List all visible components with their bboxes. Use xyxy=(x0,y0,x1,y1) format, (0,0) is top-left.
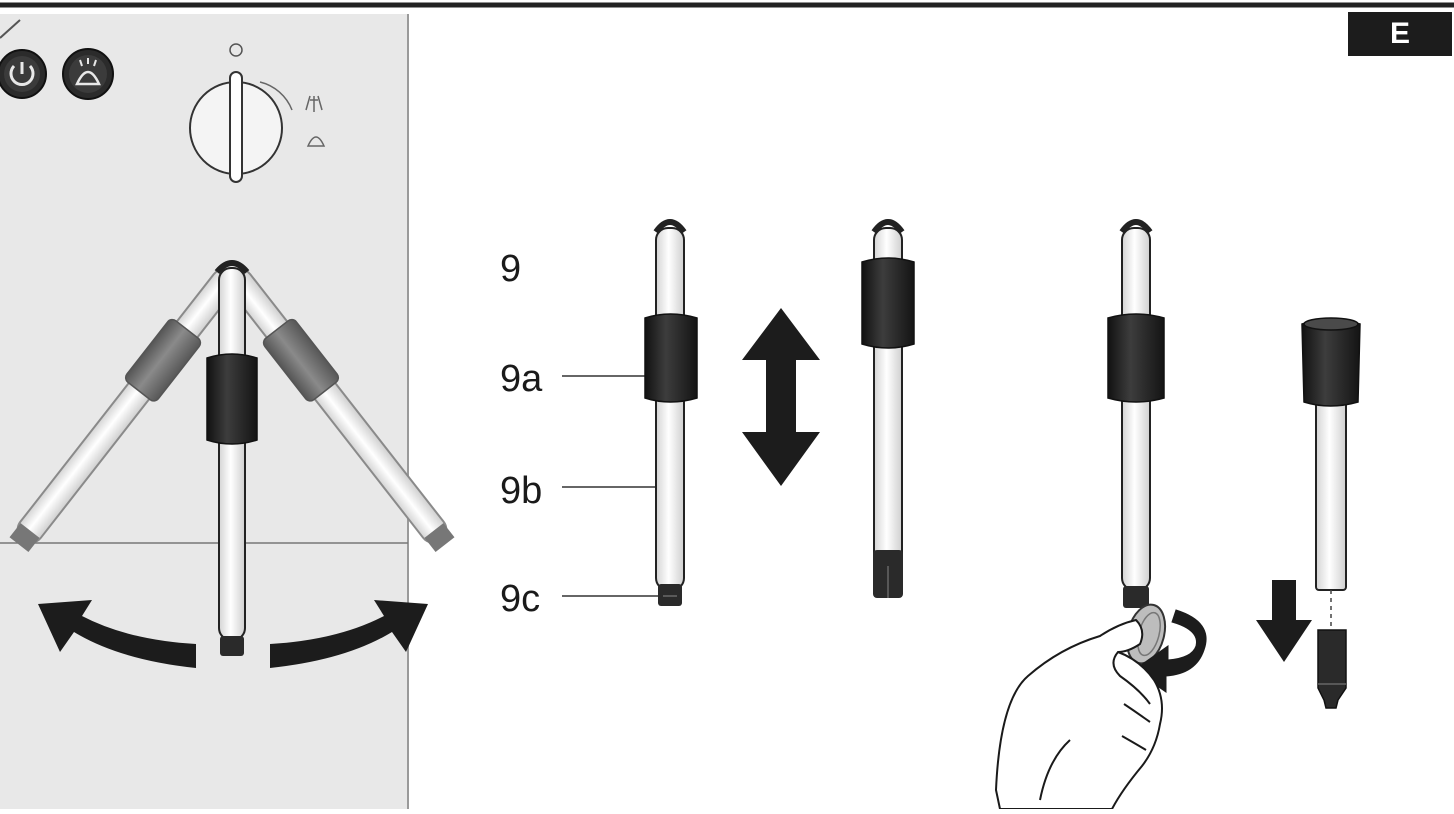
steam-wand-tip-removed xyxy=(1301,317,1361,628)
section-badge: E xyxy=(1348,12,1452,56)
steam-wand-tip-unscrew xyxy=(1107,219,1165,608)
swing-left-arrow-icon xyxy=(38,600,196,668)
pull-down-arrow-icon xyxy=(1256,580,1312,662)
swing-right-arrow-icon xyxy=(270,600,428,668)
label-tip: 9c xyxy=(500,578,541,620)
slide-up-down-arrow-icon xyxy=(742,308,820,486)
label-steam-wand: 9 xyxy=(500,248,522,290)
steam-selector-dial-icon xyxy=(189,43,326,183)
steam-button-icon xyxy=(62,48,114,100)
steam-wand-labelled xyxy=(644,219,698,606)
steam-wand-center xyxy=(206,260,258,656)
label-sleeve: 9a xyxy=(500,358,543,400)
rotate-arrow-icon xyxy=(1133,609,1207,693)
label-tube: 9b xyxy=(500,470,543,512)
hand-icon xyxy=(995,619,1163,810)
power-button-icon xyxy=(0,49,47,99)
steam-wand-swung-right xyxy=(226,268,455,553)
removed-wand-tip xyxy=(1317,629,1347,709)
steam-wand-sleeve-raised xyxy=(861,219,915,598)
